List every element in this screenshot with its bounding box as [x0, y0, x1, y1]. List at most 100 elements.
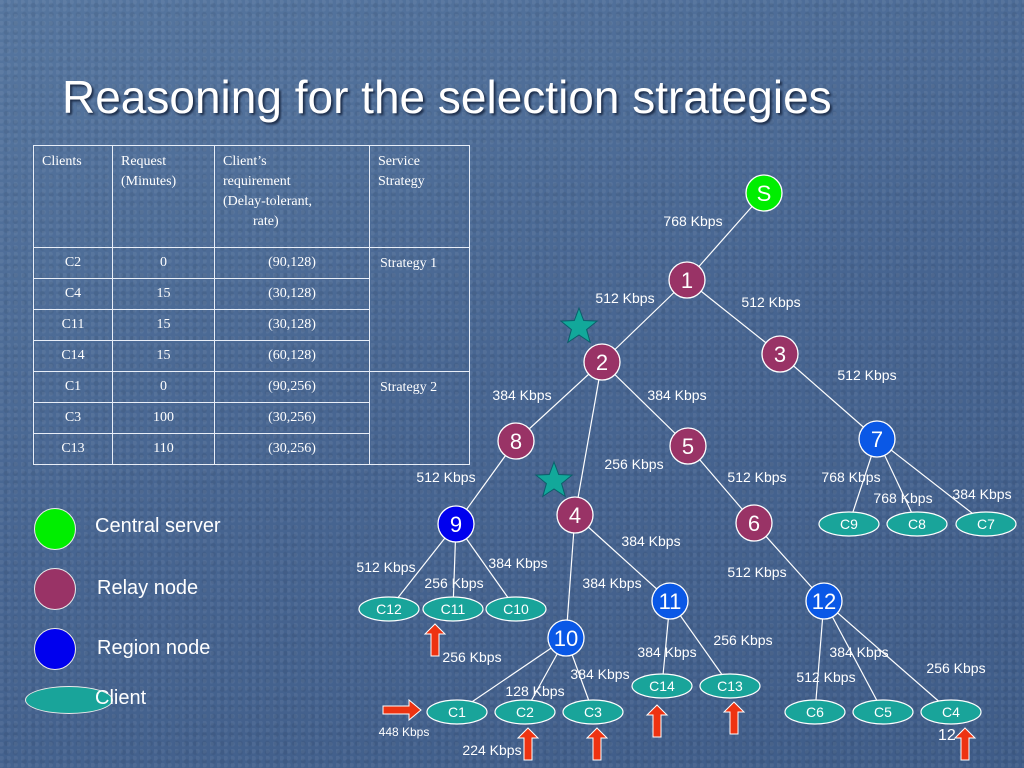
bandwidth-label: 512 Kbps — [416, 469, 475, 485]
bandwidth-label: 256 Kbps — [926, 660, 985, 676]
node-label: S — [757, 181, 772, 206]
legend-label-relay-node: Relay node — [97, 577, 199, 599]
table-row: C3 100 (30,256) — [33, 402, 470, 434]
node-11: 11 — [651, 582, 689, 620]
table-row: C11 15 (30,128) — [33, 309, 470, 341]
star-icon — [534, 460, 574, 498]
node-label: C2 — [516, 704, 534, 720]
link-S-1 — [686, 192, 765, 281]
bandwidth-label: 384 Kbps — [582, 575, 641, 591]
bandwidth-label: 224 Kbps — [462, 742, 521, 758]
cell-request: 110 — [112, 433, 215, 465]
bandwidth-label: 448 Kbps — [379, 725, 430, 739]
node-6: 6 — [735, 504, 773, 542]
link-12-C4 — [823, 600, 952, 713]
arrow-up-icon — [722, 701, 746, 735]
cell-requirement: (30,128) — [214, 278, 370, 310]
node-3: 3 — [761, 335, 799, 373]
link-7-C7 — [876, 438, 987, 525]
legend-label-central-server: Central server — [95, 515, 221, 537]
region-node-legend-icon — [34, 628, 76, 670]
node-c8: C8 — [886, 511, 948, 537]
node-c4: C4 — [920, 699, 982, 725]
node-2: 2 — [583, 343, 621, 381]
cell-client: C2 — [33, 247, 113, 279]
node-label: C5 — [874, 704, 892, 720]
link-1-3 — [686, 279, 781, 355]
node-label: 10 — [554, 626, 578, 651]
bandwidth-label: 768 Kbps — [821, 469, 880, 485]
bandwidth-label: 256 Kbps — [424, 575, 483, 591]
node-label: C12 — [376, 601, 402, 617]
node-s: S — [745, 174, 783, 212]
node-label: C3 — [584, 704, 602, 720]
node-c10: C10 — [485, 596, 547, 622]
bandwidth-label: 384 Kbps — [488, 555, 547, 571]
node-10: 10 — [547, 619, 585, 657]
link-2-4 — [574, 361, 603, 516]
node-7: 7 — [858, 420, 896, 458]
node-label: 9 — [450, 512, 462, 537]
bandwidth-label: 384 Kbps — [570, 666, 629, 682]
node-label: C14 — [649, 678, 675, 694]
node-label: 6 — [748, 511, 760, 536]
bandwidth-label: 256 Kbps — [442, 649, 501, 665]
bandwidth-label: 384 Kbps — [637, 644, 696, 660]
node-c6: C6 — [784, 699, 846, 725]
link-1-2 — [601, 279, 688, 363]
bandwidth-label: 384 Kbps — [621, 533, 680, 549]
node-c11: C11 — [422, 596, 484, 622]
node-label: C13 — [717, 678, 743, 694]
node-1: 1 — [668, 261, 706, 299]
cell-client: C4 — [33, 278, 113, 310]
node-label: 2 — [596, 350, 608, 375]
bandwidth-label: 512 Kbps — [356, 559, 415, 575]
link-12-C5 — [823, 600, 884, 713]
node-c14: C14 — [631, 673, 693, 699]
cell-requirement: (60,128) — [214, 340, 370, 372]
node-label: 7 — [871, 427, 883, 452]
node-label: C8 — [908, 516, 926, 532]
cell-client: C1 — [33, 371, 113, 403]
bandwidth-label: 768 Kbps — [873, 490, 932, 506]
cell-strategy-2: Strategy 2 — [369, 371, 470, 465]
bandwidth-label: 768 Kbps — [663, 213, 722, 229]
node-8: 8 — [497, 422, 535, 460]
bandwidth-label: 512 Kbps — [796, 669, 855, 685]
cell-strategy-1: Strategy 1 — [369, 247, 470, 372]
link-labels: 768 Kbps 512 Kbps 512 Kbps 512 Kbps 384 Kbps… — [356, 213, 1011, 758]
link-2-8 — [515, 361, 603, 442]
bandwidth-label: 384 Kbps — [829, 644, 888, 660]
arrow-right-icon — [382, 698, 422, 722]
node-9: 9 — [437, 505, 475, 543]
bandwidth-label: 512 Kbps — [741, 294, 800, 310]
cell-request: 0 — [112, 371, 215, 403]
cell-client: C3 — [33, 402, 113, 434]
node-label: 1 — [681, 268, 693, 293]
node-label: 5 — [682, 434, 694, 459]
bandwidth-label: 256 Kbps — [604, 456, 663, 472]
table-row: C4 15 (30,128) — [33, 278, 470, 310]
bandwidth-label: 384 Kbps — [647, 387, 706, 403]
bandwidth-label: 256 Kbps — [713, 632, 772, 648]
node-label: C7 — [977, 516, 995, 532]
node-c2: C2 — [494, 699, 556, 725]
cell-request: 100 — [112, 402, 215, 434]
arrow-up-icon — [516, 727, 540, 761]
table-row: C13 110 (30,256) — [33, 433, 470, 465]
node-c1: C1 — [426, 699, 488, 725]
node-label: C9 — [840, 516, 858, 532]
bandwidth-label: 512 Kbps — [595, 290, 654, 306]
bandwidth-label: 512 Kbps — [727, 469, 786, 485]
link-2-5 — [601, 361, 689, 447]
arrow-up-icon — [585, 727, 609, 761]
node-label: 3 — [774, 342, 786, 367]
relay-node-legend-icon — [34, 568, 76, 610]
node-label: 4 — [569, 503, 581, 528]
legend-label-client: Client — [95, 687, 147, 709]
star-icon — [559, 306, 599, 344]
